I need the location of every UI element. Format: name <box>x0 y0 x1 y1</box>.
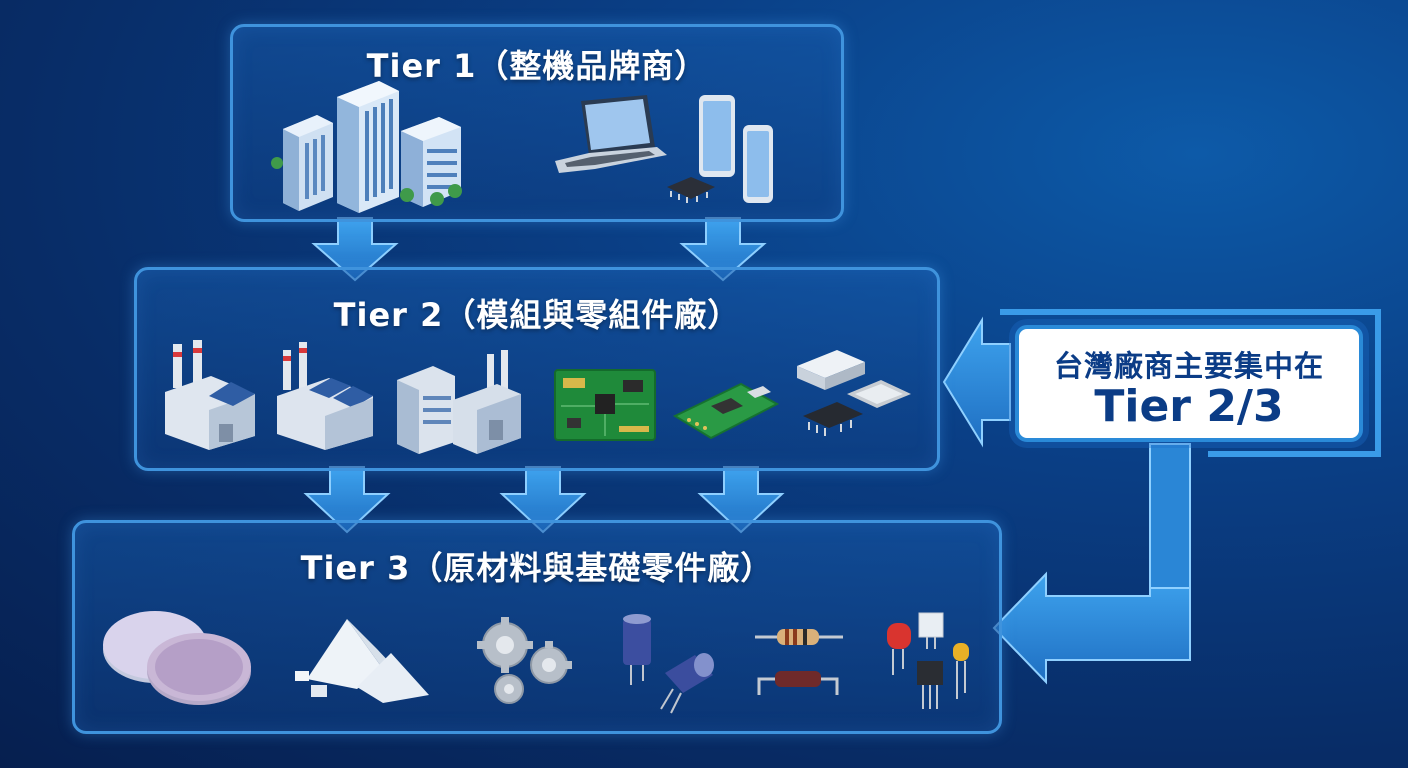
callout-line1: 台灣廠商主要集中在 <box>1053 349 1324 383</box>
tier3-panel: Tier 3（原材料與基礎零件廠） <box>72 520 1002 734</box>
callout-arrow-to-tier3 <box>992 571 1191 685</box>
plant-icon <box>397 350 521 454</box>
tier3-title: Tier 3（原材料與基礎零件廠） <box>300 549 774 587</box>
resistor-icon <box>755 629 843 695</box>
raw-powder-icon <box>295 619 429 703</box>
down-arrow-t1-t2-left <box>311 217 399 282</box>
factory-icon <box>165 340 255 450</box>
factory-icon <box>277 342 373 450</box>
callout-frame <box>1000 309 1381 457</box>
gears-icon <box>477 617 572 704</box>
callout-box: 台灣廠商主要集中在 Tier 2/3 <box>1015 325 1363 442</box>
down-arrow-t2-t3-left <box>303 466 391 534</box>
tier1-title: Tier 1（整機品牌商） <box>366 47 708 85</box>
wafer-icon <box>103 611 251 705</box>
laptop-icon <box>555 95 667 173</box>
down-arrow-t1-t2-right <box>679 217 767 282</box>
tier1-panel: Tier 1（整機品牌商） <box>230 24 844 222</box>
tier2-panel: Tier 2（模組與零組件廠） <box>134 267 940 471</box>
chip-icon <box>667 177 715 203</box>
capacitor-icon <box>623 614 714 714</box>
module-board-icon <box>672 382 780 440</box>
down-arrow-t2-t3-middle <box>499 466 587 534</box>
component-chips-icon <box>797 350 911 436</box>
smartphone-icon <box>699 95 735 177</box>
tier2-title: Tier 2（模組與零組件廠） <box>333 296 741 334</box>
smartphone-icon <box>743 125 773 203</box>
office-buildings-icon <box>271 81 462 213</box>
callout-line2: Tier 2/3 <box>1094 381 1284 432</box>
circuit-board-icon <box>554 369 656 441</box>
led-transistor-icon <box>887 612 969 709</box>
callout-connector <box>1149 443 1191 601</box>
down-arrow-t2-t3-right <box>697 466 785 534</box>
callout-arrow-to-tier2 <box>942 316 1011 448</box>
